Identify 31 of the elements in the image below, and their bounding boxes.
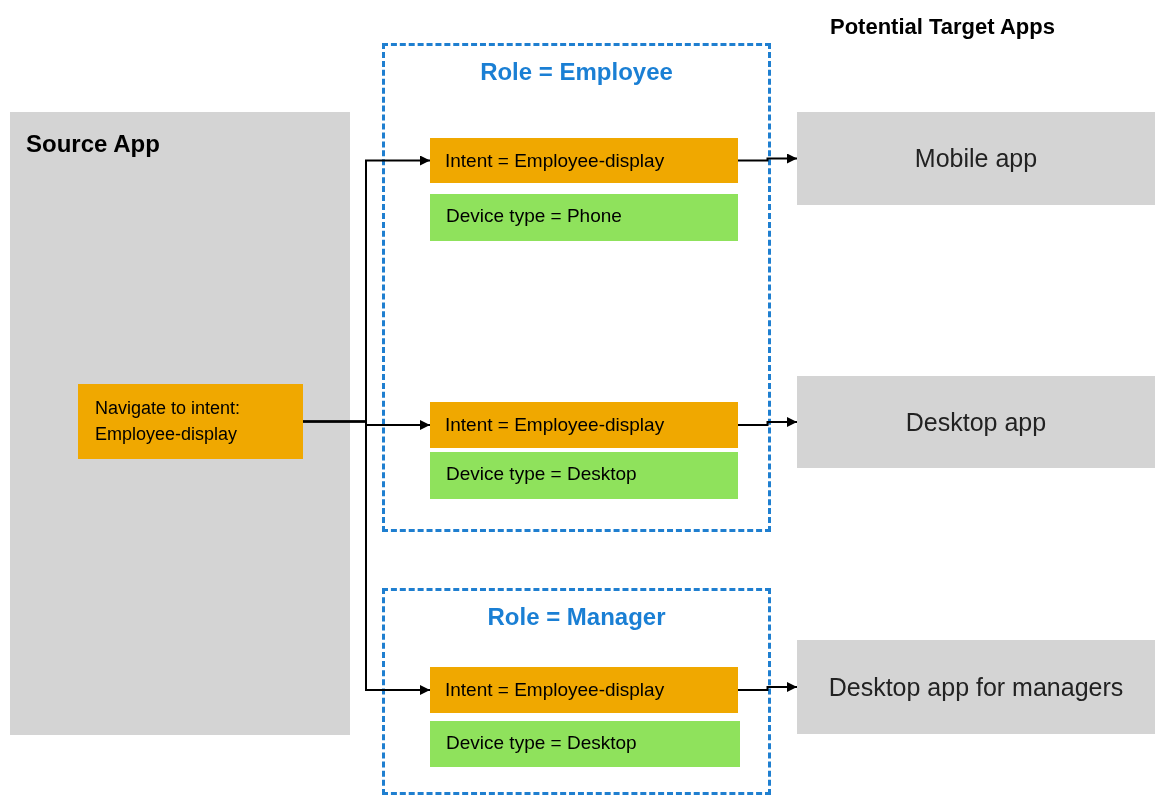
app-name: Mobile app: [914, 144, 1038, 173]
app-name: Desktop app: [905, 407, 1047, 437]
app-panel: [10, 112, 350, 735]
intent-box: [430, 667, 738, 713]
arrow: [737, 153, 798, 164]
intent-box: [78, 384, 303, 459]
intent-text: Navigate to intent: Employee-display: [95, 397, 242, 446]
role-group-box: [382, 588, 771, 795]
intent-box: [430, 402, 738, 448]
device-type-text: Device type = Desktop: [446, 463, 637, 485]
intent-box: [430, 138, 738, 183]
device-type-text: Device type = Phone: [446, 205, 622, 227]
arrow: [737, 417, 798, 427]
role-heading: Role = Employee: [479, 58, 674, 86]
target-app-box: [797, 376, 1155, 468]
role-heading: Role = Manager: [486, 603, 667, 631]
arrow: [737, 682, 798, 692]
intent-text: Intent = Employee-display: [445, 413, 665, 437]
panel-heading: Source App: [26, 130, 160, 158]
device-type-box: [430, 721, 740, 767]
intent-text: Intent = Employee-display: [445, 149, 665, 173]
column-heading: Potential Target Apps: [830, 14, 1055, 40]
device-type-box: [430, 452, 738, 499]
app-name: Desktop app for managers: [828, 672, 1124, 702]
device-type-text: Device type = Desktop: [446, 732, 637, 754]
target-app-box: [797, 640, 1155, 734]
target-app-box: [797, 112, 1155, 205]
intent-text: Intent = Employee-display: [445, 678, 665, 702]
device-type-box: [430, 194, 738, 241]
role-group-box: [382, 43, 771, 532]
arrow: [302, 420, 431, 695]
